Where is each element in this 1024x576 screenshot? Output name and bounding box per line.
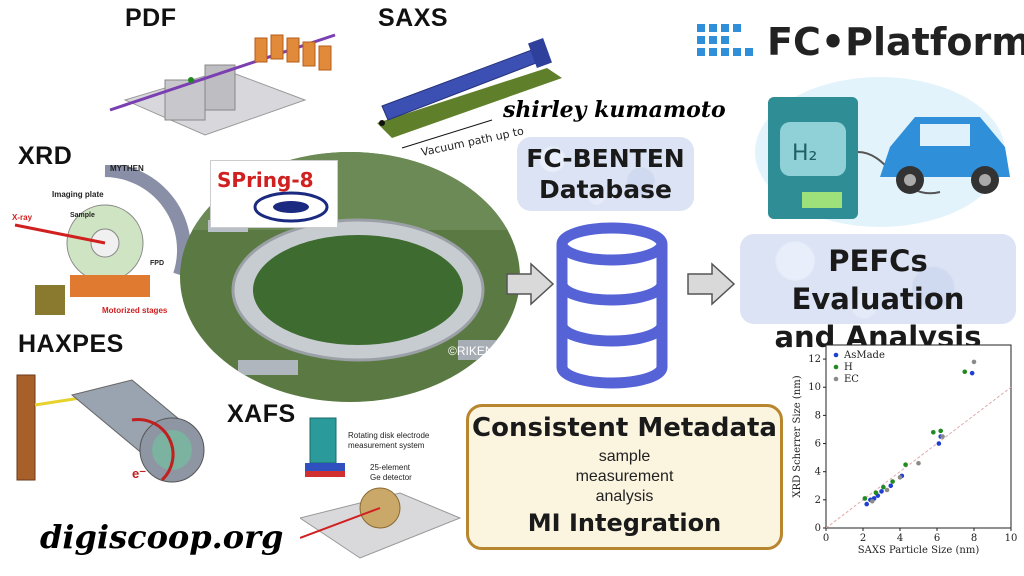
chart-x-tick-label: 4 [897,533,903,544]
spring8-logo: SPring-8 [210,160,338,228]
chart-x-tick-label: 0 [823,533,829,544]
metadata-footer: MI Integration [527,509,722,537]
chart-y-tick-label: 4 [815,467,821,478]
chart-point-h [873,490,879,496]
chart-point-h [962,369,968,375]
metadata-box: Consistent Metadata sample measurement a… [466,404,783,550]
chart-y-axis-label: XRD Scherrer Size (nm) [792,375,803,497]
fc-platform-dots-icon [697,24,753,56]
chart-y-tick-label: 10 [808,382,821,393]
chart-y-tick-label: 2 [815,495,821,506]
xafs-instrument-illustration: Rotating disk electrode measurement syst… [300,417,462,559]
chart-point-h [862,496,868,501]
chart-y-tick-label: 6 [815,439,821,450]
chart-plot-area [825,344,1012,529]
chart-legend-label-asmade: AsMade [843,350,885,361]
hydrogen-station-car-illustration: H₂ [755,77,1010,227]
fc-platform-logo: FC•Platform [697,20,1024,70]
chart-x-tick-label: 10 [1005,533,1018,544]
chart-point-h [890,479,895,484]
chart-x-tick-label: 6 [934,533,940,544]
arrow-to-database [506,262,555,306]
chart-point-ec [884,487,890,493]
database-title-line2: Database [538,175,673,204]
haxpes-electron-label: e⁻ [132,466,146,481]
chart-legend-marker-ec [833,376,839,382]
evaluation-title-line1: PEFCs Evaluation [791,244,965,316]
spring8-logo-text: SPring-8 [217,168,314,192]
saxs-label: SAXS [378,4,449,32]
chart-point-ec [971,359,977,365]
chart-y-tick-label: 0 [815,523,821,534]
chart-point-asmade [969,370,975,376]
chart-x-axis-label: SAXS Particle Size (nm) [858,545,980,556]
haxpes-instrument-illustration: e⁻ [16,374,205,483]
database-panel: FC-BENTEN Database [517,137,694,211]
metadata-item-analysis: analysis [595,488,654,505]
chart-x-tick-label: 8 [971,533,977,544]
chart-diagonal-line [825,386,1012,529]
xafs-ge-label-2: Ge detector [370,473,412,482]
xafs-ge-label: 25-element [370,463,411,472]
evaluation-panel: PEFCs Evaluation and Analysis [740,234,1016,354]
chart-point-ec [940,434,945,439]
chart-y-tick-label: 8 [815,410,821,421]
database-icon [556,222,668,389]
fc-platform-name: FC•Platform [767,20,1024,64]
database-title-line1: FC-BENTEN [526,144,685,173]
chart-point-ec [897,475,903,480]
xafs-rotating-label: Rotating disk electrode [348,431,430,440]
xrd-instrument-illustration: MYTHEN Imaging plate Sample X-ray FPD Mo… [12,165,190,315]
metadata-title: Consistent Metadata [472,413,777,443]
chart-point-ec [916,460,921,466]
xafs-label: XAFS [227,400,296,428]
chart-point-asmade [864,501,869,507]
chart-legend-label-ec: EC [844,374,859,385]
xrd-label: XRD [18,142,73,170]
xrd-imaging-plate-label: Imaging plate [52,190,104,199]
pdf-label: PDF [125,4,177,32]
xafs-rotating-label-2: measurement system [348,441,425,450]
pdf-instrument-illustration [109,33,336,136]
haxpes-label: HAXPES [18,330,124,358]
xrd-mythen-label: MYTHEN [110,165,144,173]
chart-point-ec [869,498,875,504]
spring8-credit: ©RIKEN [448,344,494,358]
metadata-item-sample: sample [598,448,651,465]
xrd-xray-label: X-ray [12,213,33,222]
chart-y-tick-label: 12 [808,354,821,365]
chart-point-asmade [888,483,894,489]
h2-label: H₂ [792,141,817,166]
saxs-tube-illustration: Vacuum path up to [377,38,562,158]
xrd-sample-label: Sample [70,212,95,219]
chart-legend-marker-h [833,364,839,370]
chart-point-h [881,484,886,490]
metadata-item-measurement: measurement [575,468,674,485]
arrow-to-evaluation [687,262,736,306]
watermark-top: shirley kumamoto [503,97,726,123]
watermark-bottom: digiscoop.org [40,518,284,556]
chart-x-tick-label: 2 [860,533,866,544]
chart-point-h [931,429,936,435]
xrd-motorized-label: Motorized stages [102,306,168,315]
xrd-fpd-label: FPD [150,260,164,267]
chart-legend-label-h: H [844,362,853,373]
chart-point-h [938,428,943,434]
chart-point-asmade [879,489,884,494]
chart-point-h [903,462,908,467]
chart-point-asmade [936,441,942,446]
chart-legend-marker-asmade [833,352,839,358]
